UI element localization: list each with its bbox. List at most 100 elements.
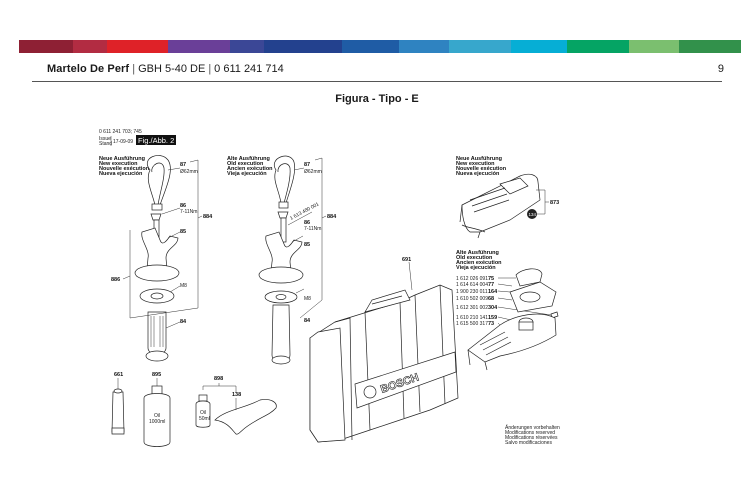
document-title: Martelo De Perf: [47, 63, 130, 75]
small-bottle-label-volume: 50ml: [199, 416, 210, 422]
color-bar-segment: [72, 40, 107, 53]
color-bar-segment: [230, 40, 264, 53]
issue-label: Issue: [99, 136, 111, 142]
svg-text:Nouvelle exécution: Nouvelle exécution: [99, 166, 150, 172]
svg-text:Neue Ausführung: Neue Ausführung: [456, 156, 502, 162]
part-ref: 68: [488, 296, 494, 302]
label-898: 898: [214, 376, 223, 382]
figure-caption: Figura - Tipo - E: [335, 93, 419, 105]
fig-tag: Fig./Abb. 2: [138, 136, 174, 145]
badge-134: [527, 209, 537, 219]
part-number: 1 610 210 141: [456, 315, 488, 321]
part-ref: 73: [488, 321, 494, 327]
stand-label: Stand: [99, 141, 112, 147]
color-bar-segment: [510, 40, 567, 53]
part-ref: 304: [488, 305, 498, 311]
svg-text:Old execution: Old execution: [456, 255, 493, 261]
color-bar-segment: [628, 40, 680, 53]
label-873: 873: [550, 200, 559, 206]
color-bar-segment: [342, 40, 399, 53]
label-884: 884: [203, 214, 213, 220]
label-torque: 7-11Nm: [180, 209, 197, 215]
label-886: 886: [111, 277, 120, 283]
new-execution-label-right: Neue Ausführung New execution Nouvelle e…: [456, 156, 507, 177]
part-number: 1 612 301 002: [456, 305, 488, 311]
sheet-ref: 0 611 241 703; 745: [99, 129, 142, 135]
svg-text:Old execution: Old execution: [227, 161, 264, 167]
part-number: 1 615 500 317: [456, 321, 488, 327]
svg-text:Salvo modificaciones: Salvo modificaciones: [505, 440, 552, 446]
label-86: 86: [304, 220, 310, 226]
leader-line: [497, 297, 513, 301]
accessories: 661 895 Oil 1000ml 898 Oil 50ml 138: [111, 372, 277, 447]
small-bottle-label-oil: Oil: [200, 410, 206, 416]
svg-text:New execution: New execution: [99, 161, 138, 167]
sheet-info: 0 611 241 703; 745 Issue Stand 17-09-09 …: [99, 129, 176, 147]
svg-text:Ancien exécution: Ancien exécution: [227, 166, 273, 172]
svg-text:Neue Ausführung: Neue Ausführung: [99, 156, 145, 162]
leader-line: [497, 283, 513, 287]
issue-date: 17-09-09: [113, 139, 133, 145]
svg-text:Modifications reserved: Modifications reserved: [505, 430, 555, 436]
color-bar-segment: [263, 40, 343, 53]
side-handle-old: 87 Ø62mm 1 613 480 001 86 7-11Nm 884 85 …: [258, 155, 337, 365]
svg-text:Vieja ejecución: Vieja ejecución: [456, 265, 496, 271]
page-header: Martelo De Perf|GBH 5-40 DE|0 611 241 71…: [47, 63, 723, 79]
header-separator: |: [208, 63, 212, 75]
label-87: 87: [304, 162, 310, 168]
part-number: 1 900 230 011: [456, 289, 488, 295]
part-number: 1 612 026 091: [456, 276, 488, 282]
label-part-1613480001: 1 613 480 001: [289, 201, 320, 221]
svg-text:Änderungen vorbehalten: Änderungen vorbehalten: [505, 424, 560, 431]
old-execution-label-middle: Alte Ausführung Old execution Ancien exé…: [227, 156, 273, 177]
color-bar-segment: [168, 40, 231, 53]
header-divider: [32, 81, 722, 82]
new-execution-label-left: Neue Ausführung New execution Nouvelle e…: [99, 156, 150, 177]
part-ref: 77: [488, 282, 494, 288]
svg-text:Nouvelle exécution: Nouvelle exécution: [456, 166, 507, 172]
part-number: 1 614 614 004: [456, 282, 488, 288]
header-separator: |: [132, 63, 136, 75]
label-m8: M8: [180, 283, 187, 289]
label-85: 85: [180, 229, 186, 235]
svg-text:Vieja ejecución: Vieja ejecución: [227, 171, 267, 177]
label-torque: 7-11Nm: [304, 226, 321, 232]
svg-text:Ancien exécution: Ancien exécution: [456, 260, 502, 266]
side-handle-new: 87 Ø62mm 86 7-11Nm 884 85 886 M8 84: [111, 155, 213, 362]
color-bar-segment: [449, 40, 511, 53]
label-84: 84: [180, 319, 187, 325]
color-bar-segment: [106, 40, 169, 53]
label-diameter: Ø62mm: [180, 169, 198, 175]
svg-text:Modifications réservées: Modifications réservées: [505, 435, 558, 441]
brand-color-bar: [19, 40, 741, 53]
label-86: 86: [180, 203, 186, 209]
old-execution-label-right: Alte Ausführung Old execution Ancien exé…: [456, 250, 502, 271]
part-number: 0 611 241 714: [214, 63, 284, 75]
svg-text:Alte Ausführung: Alte Ausführung: [227, 156, 270, 162]
bottle-label-oil: Oil: [154, 413, 160, 419]
fig-tag-background: [136, 135, 176, 145]
label-884: 884: [327, 214, 337, 220]
label-84: 84: [304, 318, 311, 324]
part-ref: 159: [488, 315, 497, 321]
bottle-label-volume: 1000ml: [149, 419, 165, 425]
svg-text:New execution: New execution: [456, 161, 495, 167]
model-name: GBH 5-40 DE: [138, 63, 206, 75]
label-m8: M8: [304, 296, 311, 302]
color-bar-segment: [19, 40, 73, 53]
label-895: 895: [152, 372, 161, 378]
page-number: 9: [717, 63, 724, 75]
svg-text:Nueva ejecución: Nueva ejecución: [456, 171, 500, 177]
part-number: 1 610 502 009: [456, 296, 488, 302]
label-85: 85: [304, 242, 310, 248]
color-bar-segment: [679, 40, 741, 53]
svg-text:134: 134: [529, 212, 537, 217]
footnote: Änderungen vorbehalten Modifications res…: [505, 424, 560, 446]
part-ref: 164: [488, 289, 498, 295]
label-138: 138: [232, 392, 241, 398]
motor-cover-new: 873 134: [459, 173, 559, 239]
leader-line: [497, 290, 511, 293]
svg-text:Alte Ausführung: Alte Ausführung: [456, 250, 499, 256]
